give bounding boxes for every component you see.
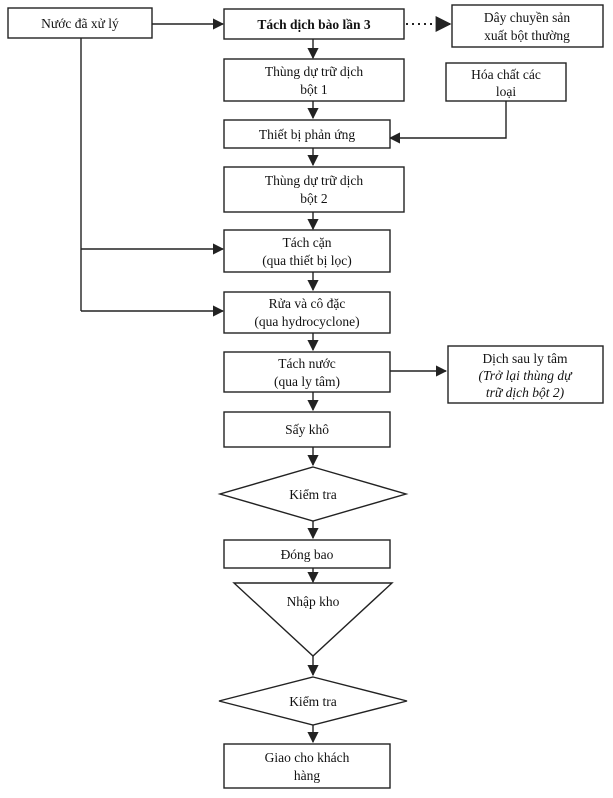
node-treated-water: Nước đã xử lý — [7, 7, 153, 39]
node-wash-concentrate-label-1: Rửa và cô đặc — [269, 296, 346, 311]
arrow-chemicals-to-reactor — [388, 101, 507, 144]
node-tank-1: Thùng dự trữ dịch bột 1 — [223, 58, 405, 102]
node-treated-water-label: Nước đã xử lý — [41, 16, 119, 31]
node-packaging: Đóng bao — [223, 539, 391, 569]
node-inspection-2-label: Kiểm tra — [289, 694, 337, 709]
node-delivery-label-1: Giao cho khách — [265, 750, 350, 765]
node-inspection-1-label: Kiểm tra — [289, 487, 337, 502]
node-tank-2-label-1: Thùng dự trữ dịch — [265, 173, 363, 188]
node-inspection-1: Kiểm tra — [217, 466, 409, 522]
node-drying: Sấy khô — [223, 411, 391, 448]
node-tank-1-label-1: Thùng dự trữ dịch — [265, 64, 363, 79]
node-inspection-2: Kiểm tra — [218, 676, 408, 726]
node-packaging-label: Đóng bao — [281, 547, 334, 562]
node-warehouse-label: Nhập kho — [287, 594, 340, 609]
node-tank-1-label-2: bột 1 — [300, 82, 327, 97]
node-tank-2: Thùng dự trữ dịch bột 2 — [223, 166, 405, 213]
connectors — [80, 16, 507, 744]
node-centrifuge-liquid-label-2: (Trở lại thùng dự — [479, 368, 574, 383]
node-residue-separation-label-1: Tách cặn — [282, 235, 331, 250]
node-chemicals-label-2: loại — [496, 84, 516, 99]
node-residue-separation: Tách cặn (qua thiết bị lọc) — [223, 229, 391, 273]
node-wash-concentrate-label-2: (qua hydrocyclone) — [254, 314, 359, 329]
node-chemicals-label-1: Hóa chất các — [471, 67, 541, 82]
node-separation-3: Tách dịch bào lần 3 — [223, 8, 405, 40]
node-regular-line: Dây chuyền sản xuất bột thường — [451, 4, 604, 48]
node-dewater: Tách nước (qua ly tâm) — [223, 351, 391, 393]
node-centrifuge-liquid: Dịch sau ly tâm (Trở lại thùng dự trữ dị… — [447, 345, 604, 404]
node-delivery: Giao cho khách hàng — [223, 743, 391, 789]
node-delivery-label-2: hàng — [294, 768, 320, 783]
node-drying-label: Sấy khô — [285, 422, 329, 437]
node-regular-line-label-1: Dây chuyền sản — [484, 10, 570, 25]
node-warehouse: Nhập kho — [232, 582, 394, 657]
node-tank-2-label-2: bột 2 — [300, 191, 327, 206]
node-chemicals: Hóa chất các loại — [445, 62, 567, 102]
node-centrifuge-liquid-label-3: trữ dịch bột 2) — [486, 385, 565, 400]
node-regular-line-label-2: xuất bột thường — [484, 28, 570, 43]
node-centrifuge-liquid-label-1: Dịch sau ly tâm — [482, 351, 568, 366]
node-residue-separation-label-2: (qua thiết bị lọc) — [262, 253, 352, 268]
node-wash-concentrate: Rửa và cô đặc (qua hydrocyclone) — [223, 291, 391, 334]
node-separation-3-label: Tách dịch bào lần 3 — [257, 17, 371, 32]
node-dewater-label-2: (qua ly tâm) — [274, 374, 340, 389]
node-dewater-label-1: Tách nước — [278, 356, 336, 371]
node-reactor: Thiết bị phản ứng — [223, 119, 391, 149]
node-reactor-label: Thiết bị phản ứng — [259, 127, 355, 142]
